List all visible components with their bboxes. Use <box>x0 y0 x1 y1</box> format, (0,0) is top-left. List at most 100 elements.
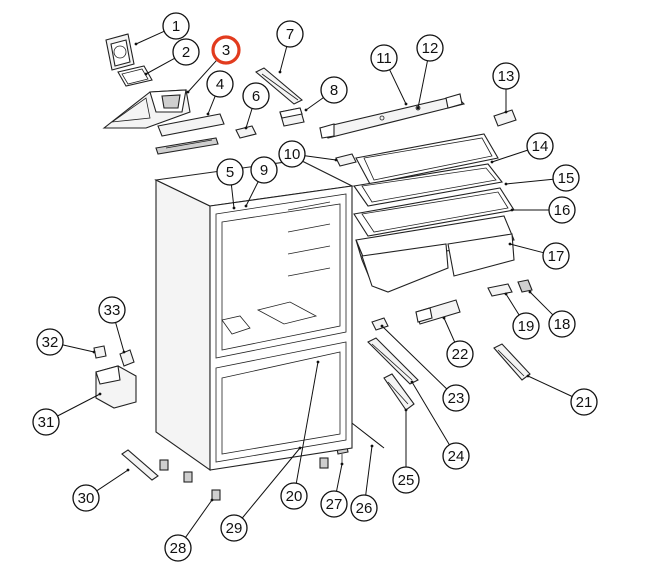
callout-circle-13 <box>492 62 520 90</box>
part-17-crisper-drawers <box>355 215 515 293</box>
leader-end-5 <box>232 206 236 210</box>
callout-26: 26 <box>350 494 378 522</box>
callout-label-24: 24 <box>448 448 465 465</box>
leader-end-4 <box>206 112 210 116</box>
leader-end-25 <box>404 408 408 412</box>
leader-line-1 <box>135 30 165 45</box>
callout-circle-8 <box>320 76 348 104</box>
leader-end-20 <box>316 360 320 364</box>
callout-circle-6 <box>242 82 270 110</box>
part-23-pin <box>371 317 389 331</box>
callout-circle-16 <box>548 196 576 224</box>
callout-28: 28 <box>164 534 192 562</box>
leader-end-11 <box>404 102 408 106</box>
leader-line-26 <box>365 445 373 496</box>
leader-line-28 <box>185 499 213 538</box>
leader-line-5 <box>230 184 235 209</box>
part-21-door-bin <box>493 343 531 381</box>
callout-18: 18 <box>548 310 576 338</box>
leader-end-33 <box>122 350 126 354</box>
callout-label-12: 12 <box>422 40 439 57</box>
callout-circle-29 <box>220 514 248 542</box>
leader-end-31 <box>98 392 102 396</box>
leader-end-24 <box>410 380 414 384</box>
callout-1: 1 <box>162 12 190 40</box>
callout-circle-17 <box>542 242 570 270</box>
callout-label-17: 17 <box>548 248 565 265</box>
leader-line-8 <box>305 97 324 111</box>
part-32-cap <box>93 345 107 359</box>
callout-7: 7 <box>276 20 304 48</box>
leader-line-10 <box>304 155 337 161</box>
leader-end-15 <box>504 182 508 186</box>
leader-end-18 <box>528 290 532 294</box>
callout-circle-9 <box>250 156 278 184</box>
callout-30: 30 <box>72 484 100 512</box>
leader-line-23 <box>381 325 448 390</box>
leader-end-14 <box>490 160 494 164</box>
callout-circle-24 <box>442 442 470 470</box>
callout-10: 10 <box>278 140 306 168</box>
callout-circle-21 <box>570 388 598 416</box>
leader-line-24 <box>411 381 450 446</box>
callout-label-7: 7 <box>286 26 294 43</box>
callout-label-32: 32 <box>42 334 59 351</box>
callout-label-11: 11 <box>376 50 392 67</box>
leader-end-3 <box>186 90 190 94</box>
leader-end-26 <box>370 444 374 448</box>
callout-circle-23 <box>442 384 470 412</box>
part-19-clip <box>487 283 513 297</box>
part-15-glass-shelf <box>353 163 503 207</box>
part-18-sensor <box>517 279 533 293</box>
callout-17: 17 <box>542 242 570 270</box>
part-7-rail <box>255 67 303 105</box>
callout-circle-4 <box>206 70 234 98</box>
leader-end-27 <box>340 462 344 466</box>
callout-label-22: 22 <box>452 346 469 363</box>
leader-line-6 <box>245 108 253 129</box>
callout-circle-3 <box>211 35 241 65</box>
callout-15: 15 <box>552 164 580 192</box>
callout-label-4: 4 <box>216 76 224 93</box>
callout-circle-25 <box>392 466 420 494</box>
leader-end-29 <box>298 446 302 450</box>
leader-line-12 <box>417 60 428 109</box>
callout-label-5: 5 <box>226 164 234 181</box>
callout-circle-22 <box>446 340 474 368</box>
callout-label-21: 21 <box>576 394 593 411</box>
callout-circle-14 <box>526 132 554 160</box>
leader-line-32 <box>62 344 95 353</box>
part-10-hinge-clip <box>335 153 357 167</box>
callout-12: 12 <box>416 34 444 62</box>
callout-16: 16 <box>548 196 576 224</box>
part-24-slide-rail <box>367 337 419 385</box>
callout-6: 6 <box>242 82 270 110</box>
part-25-control-panel <box>383 373 415 411</box>
part-2-filter-pad <box>117 65 153 87</box>
callout-9: 9 <box>250 156 278 184</box>
callout-label-16: 16 <box>554 202 571 219</box>
callout-circle-2 <box>172 38 200 66</box>
leader-line-33 <box>115 322 125 353</box>
callout-circle-19 <box>512 312 540 340</box>
callout-label-15: 15 <box>558 170 575 187</box>
leader-end-2 <box>144 72 148 76</box>
callout-label-20: 20 <box>286 488 303 505</box>
leader-end-1 <box>134 42 138 46</box>
leader-end-19 <box>504 292 508 296</box>
leader-end-10 <box>334 158 338 162</box>
leader-line-27 <box>336 463 343 492</box>
callout-label-23: 23 <box>448 390 465 407</box>
callout-label-31: 31 <box>38 414 55 431</box>
leader-end-16 <box>510 208 514 212</box>
callout-label-10: 10 <box>284 146 301 163</box>
callout-24: 24 <box>442 442 470 470</box>
part-8-bracket <box>279 107 305 127</box>
callout-19: 19 <box>512 312 540 340</box>
callout-8: 8 <box>320 76 348 104</box>
callout-3: 3 <box>211 35 241 65</box>
leader-line-2 <box>145 57 175 75</box>
callout-label-2: 2 <box>182 44 190 61</box>
leader-line-9 <box>245 181 259 207</box>
